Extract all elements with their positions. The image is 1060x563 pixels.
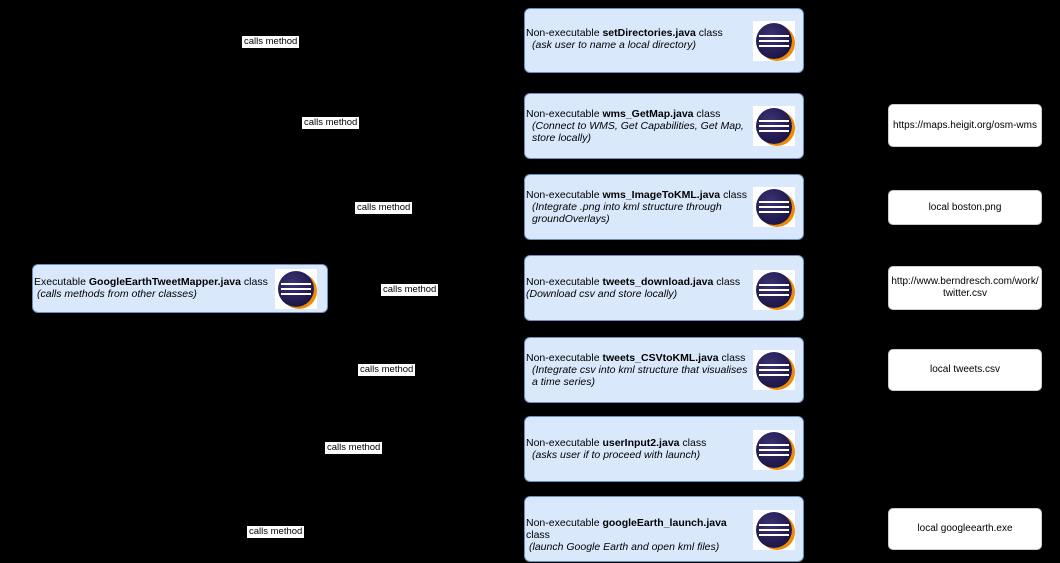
class-node-wms-image-to-kml[interactable]: Non-executable wms_ImageToKML.java class… — [524, 174, 804, 240]
class-prefix: Non-executable — [526, 189, 603, 201]
edge-label-calls-method: calls method — [358, 364, 416, 376]
class-node-tweets-download[interactable]: Non-executable tweets_download.java clas… — [524, 255, 804, 321]
class-description: (Integrate .png into kml structure throu… — [532, 201, 722, 225]
main-class-node[interactable]: Executable GoogleEarthTweetMapper.java c… — [32, 264, 328, 313]
resource-googleearth-exe[interactable]: local googleearth.exe — [888, 508, 1042, 550]
edge-label-calls-method: calls method — [302, 117, 360, 129]
eclipse-icon — [753, 510, 795, 550]
edge-calls-method-6 — [327, 287, 525, 530]
main-class-name: GoogleEarthTweetMapper.java — [88, 276, 241, 288]
class-description: (asks user if to proceed with launch) — [532, 449, 701, 461]
edge-calls-method-5 — [327, 287, 525, 450]
edge-calls-method-2 — [327, 206, 525, 289]
class-node-wms-getmap[interactable]: Non-executable wms_GetMap.java class(Con… — [524, 93, 804, 159]
class-name: userInput2.java — [602, 437, 680, 449]
class-node-google-earth-launch[interactable]: Non-executable googleEarth_launch.java c… — [524, 496, 804, 562]
eclipse-icon — [753, 106, 795, 146]
class-prefix: Non-executable — [526, 27, 603, 39]
class-description: (ask user to name a local directory) — [532, 39, 696, 51]
class-node-tweets-csv-to-kml[interactable]: Non-executable tweets_CSVtoKML.java clas… — [524, 337, 804, 403]
class-suffix: class — [693, 108, 721, 120]
eclipse-icon — [753, 187, 795, 227]
class-suffix: class — [720, 189, 747, 201]
resource-label: local boston.png — [928, 201, 1002, 213]
class-description: (Connect to WMS, Get Capabilities, Get M… — [532, 120, 744, 144]
class-prefix: Non-executable — [526, 517, 603, 529]
eclipse-icon — [753, 350, 795, 390]
resource-label: local googleearth.exe — [917, 523, 1013, 534]
resource-label: https://maps.heigit.org/osm-wms — [893, 119, 1037, 131]
class-name: wms_ImageToKML.java — [602, 189, 721, 201]
class-suffix: class — [695, 27, 723, 39]
class-prefix: Non-executable — [526, 108, 603, 120]
class-description: (launch Google Earth and open kml files) — [529, 541, 720, 553]
eclipse-icon — [753, 430, 795, 470]
resource-label: http://www.berndresch.com/work/twitter.c… — [891, 276, 1039, 299]
class-prefix: Non-executable — [526, 437, 603, 449]
class-description: (Integrate csv into kml structure that v… — [532, 364, 748, 388]
main-class-prefix: Executable — [34, 276, 89, 288]
resource-label: local tweets.csv — [929, 364, 1001, 375]
edge-label-calls-method: calls method — [242, 36, 300, 48]
resource-twitter-csv-url[interactable]: http://www.berndresch.com/work/twitter.c… — [888, 266, 1042, 310]
resource-boston-png[interactable]: local boston.png — [888, 190, 1042, 225]
class-name: wms_GetMap.java — [602, 108, 694, 120]
eclipse-icon — [275, 269, 317, 309]
class-node-user-input2[interactable]: Non-executable userInput2.java class(ask… — [524, 416, 804, 482]
class-name: tweets_CSVtoKML.java — [602, 352, 719, 364]
edge-calls-method-1 — [327, 125, 525, 289]
class-name: tweets_download.java — [602, 276, 714, 288]
edge-label-calls-method: calls method — [247, 526, 305, 538]
class-name: googleEarth_launch.java — [602, 517, 727, 529]
main-class-text: Executable GoogleEarthTweetMapper.java c… — [34, 276, 269, 300]
edge-label-calls-method: calls method — [355, 202, 413, 214]
class-suffix: class — [718, 352, 746, 364]
class-suffix: class — [713, 276, 741, 288]
main-class-suffix: class — [240, 276, 268, 288]
edge-label-calls-method: calls method — [325, 442, 383, 454]
class-name: setDirectories.java — [602, 27, 696, 39]
edge-calls-method-4 — [327, 287, 525, 371]
edge-label-calls-method: calls method — [381, 284, 439, 296]
eclipse-icon — [753, 21, 795, 61]
resource-tweets-csv[interactable]: local tweets.csv — [888, 349, 1042, 391]
resource-osm-wms-url[interactable]: https://maps.heigit.org/osm-wms — [888, 104, 1042, 147]
class-node-set-directories[interactable]: Non-executable setDirectories.java class… — [524, 8, 804, 73]
class-description: (Download csv and store locally) — [526, 288, 678, 300]
class-suffix: class — [526, 529, 550, 541]
eclipse-icon — [753, 270, 795, 310]
edge-calls-method-0 — [327, 39, 525, 289]
class-prefix: Non-executable — [526, 352, 603, 364]
main-class-description: (calls methods from other classes) — [37, 288, 197, 300]
class-prefix: Non-executable — [526, 276, 603, 288]
class-suffix: class — [679, 437, 707, 449]
